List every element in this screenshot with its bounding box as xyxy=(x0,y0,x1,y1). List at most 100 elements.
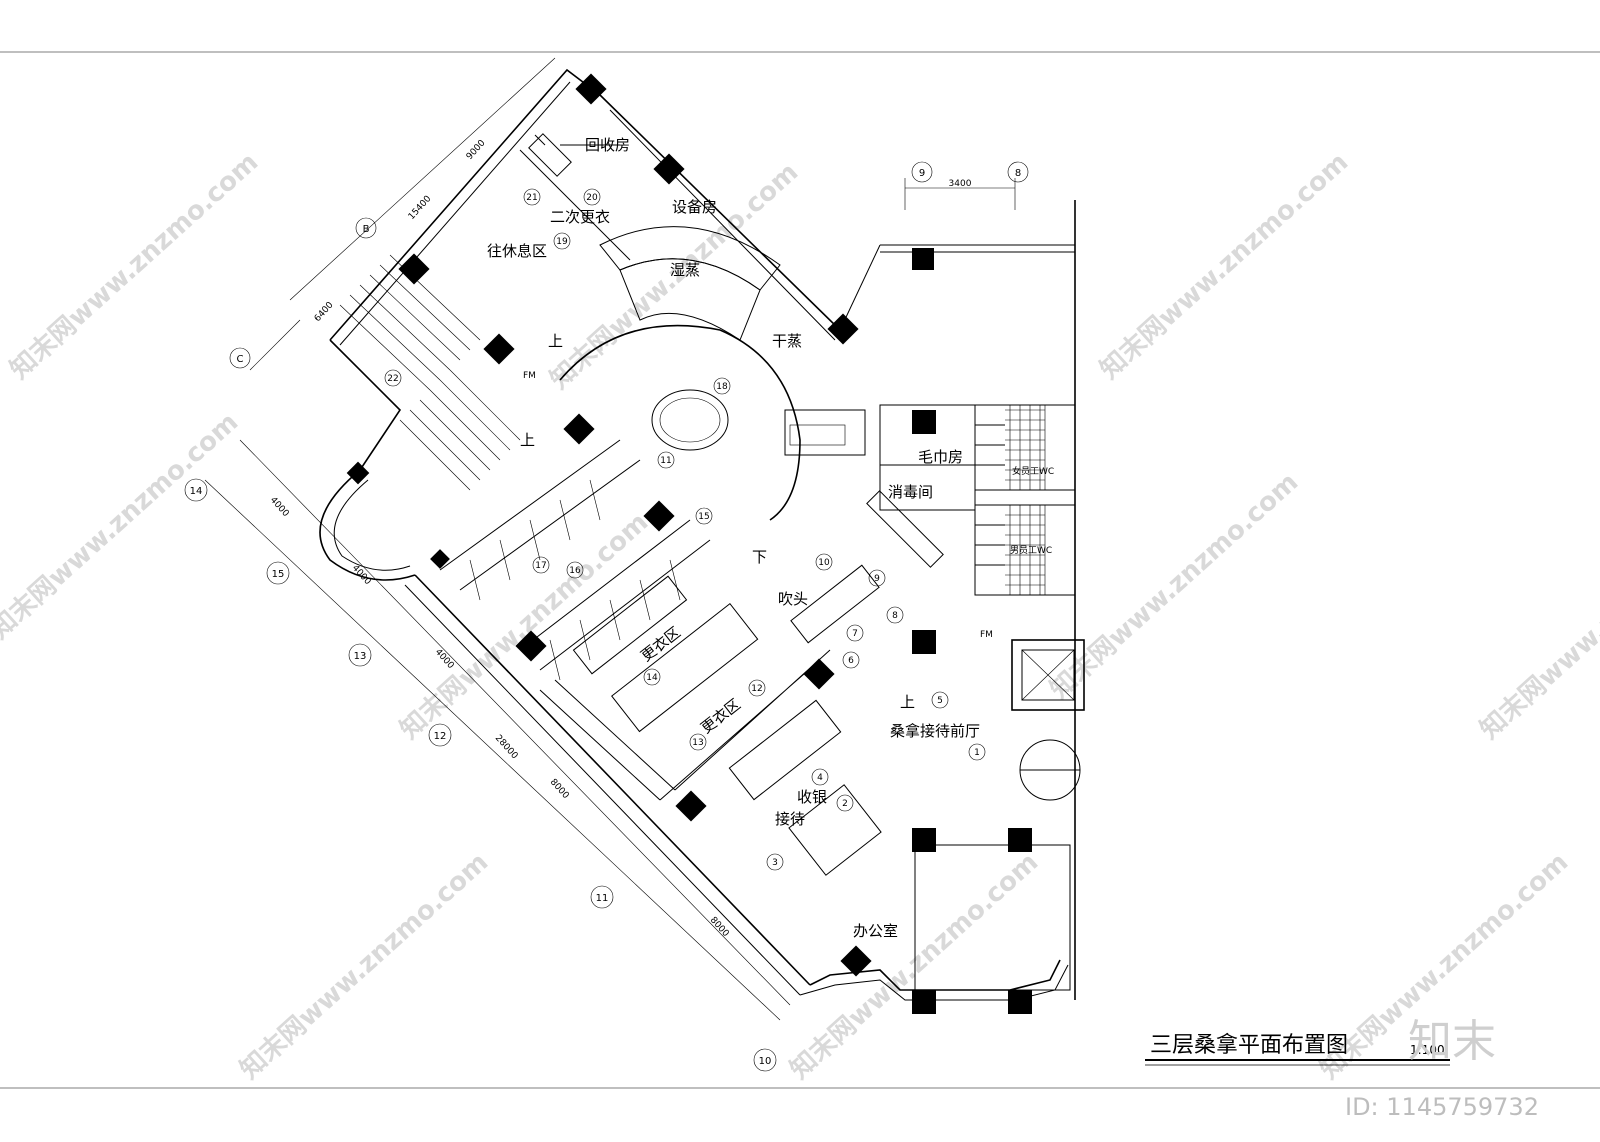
room-dry-steam: 干蒸 xyxy=(772,332,802,350)
room-wet-steam: 湿蒸 xyxy=(670,261,700,279)
axis-b: B xyxy=(363,224,370,235)
svg-text:3: 3 xyxy=(772,858,778,868)
marker: 6 xyxy=(842,651,860,669)
marker: 2 xyxy=(836,794,854,812)
upper-arm-outer-wall xyxy=(329,68,601,341)
axis-c: C xyxy=(237,354,244,365)
brand-logo: 知末 xyxy=(1408,1016,1496,1067)
marker: 1 xyxy=(968,743,986,761)
fire-hydrant-label: FM xyxy=(523,371,536,381)
image-id: ID: 1145759732 xyxy=(1345,1093,1539,1121)
dim-4000-a: 4000 xyxy=(268,495,291,519)
marker: 9 xyxy=(868,569,886,587)
southwest-wall xyxy=(414,574,811,986)
room-to-rest: 往休息区 xyxy=(487,242,547,260)
axis-15: 15 xyxy=(272,569,285,580)
stair-down: 下 xyxy=(752,548,767,566)
title-block: 三层桑拿平面布置图 1:100 xyxy=(1145,1032,1450,1066)
elevator-shaft xyxy=(1011,639,1085,711)
svg-text:16: 16 xyxy=(569,566,581,576)
reception-counter xyxy=(728,699,842,801)
marker: 11 xyxy=(657,451,675,469)
upper-stair xyxy=(339,254,481,391)
room-office: 办公室 xyxy=(853,922,898,940)
marker: 12 xyxy=(748,679,766,697)
marker: 3 xyxy=(766,853,784,871)
room-disinfect: 消毒间 xyxy=(888,483,933,501)
marker: 4 xyxy=(811,768,829,786)
sofa-set xyxy=(788,784,882,876)
stair-up-1: 上 xyxy=(548,332,563,350)
svg-text:13: 13 xyxy=(692,738,703,748)
svg-text:4: 4 xyxy=(817,773,823,783)
watermark-text: 知末网www.znzmo.com xyxy=(0,407,244,645)
core-curved-wall xyxy=(559,324,801,521)
svg-text:15: 15 xyxy=(698,512,709,522)
room-female-wc: 女员工WC xyxy=(1012,465,1054,477)
svg-text:2: 2 xyxy=(842,799,848,809)
axis-14: 14 xyxy=(190,486,203,497)
axis-9: 9 xyxy=(919,168,925,179)
south-wall xyxy=(809,959,1061,991)
marker: 15 xyxy=(695,507,713,525)
marker: 19 xyxy=(553,232,571,250)
svg-text:9: 9 xyxy=(874,574,880,584)
dim-4000-c: 4000 xyxy=(433,647,456,671)
room-second-change: 二次更衣 xyxy=(550,208,610,226)
watermark-text: 知末网www.znzmo.com xyxy=(235,847,495,1085)
watermark-text: 知末网www.znzmo.com xyxy=(1095,147,1355,385)
dim-4000-b: 4000 xyxy=(350,563,373,587)
axis-10: 10 xyxy=(759,1056,772,1067)
dim-6400: 6400 xyxy=(313,300,336,324)
fire-hydrant-label: FM xyxy=(980,630,993,640)
marker: 10 xyxy=(815,553,833,571)
room-equipment: 设备房 xyxy=(672,198,717,216)
marker: 22 xyxy=(384,369,402,387)
axis-12: 12 xyxy=(434,731,447,742)
svg-text:21: 21 xyxy=(526,193,537,203)
svg-text:19: 19 xyxy=(556,237,568,247)
axis-11: 11 xyxy=(596,893,609,904)
male-wc-block xyxy=(974,504,1076,596)
svg-text:7: 7 xyxy=(852,629,858,639)
svg-text:14: 14 xyxy=(646,673,658,683)
marker: 20 xyxy=(583,188,601,206)
svg-text:5: 5 xyxy=(937,696,943,706)
watermark-text: 知末网www.znzmo.com xyxy=(5,147,265,385)
marker-layer: 1 2 3 4 5 6 7 8 9 10 11 12 13 14 15 16 1… xyxy=(384,188,986,871)
svg-text:20: 20 xyxy=(586,193,598,203)
svg-text:8: 8 xyxy=(892,611,898,621)
marker: 7 xyxy=(846,624,864,642)
axis-13: 13 xyxy=(354,651,367,662)
bay-window-wall xyxy=(319,469,416,581)
stair-up-2: 上 xyxy=(520,431,535,449)
office-room xyxy=(914,844,1071,991)
marker: 5 xyxy=(931,691,949,709)
marker: 16 xyxy=(566,561,584,579)
drawing-title: 三层桑拿平面布置图 xyxy=(1150,1032,1348,1058)
female-wc-block xyxy=(974,404,1076,491)
svg-text:11: 11 xyxy=(660,456,671,466)
room-blow: 吹头 xyxy=(778,590,808,608)
interior-partitions xyxy=(339,133,1085,991)
marker: 17 xyxy=(532,556,550,574)
room-recycle: 回收房 xyxy=(585,136,630,154)
watermark-layer: 知末网www.znzmo.com 知末网www.znzmo.com 知末网www… xyxy=(0,147,1600,1085)
svg-text:22: 22 xyxy=(387,374,398,384)
dim-9000: 9000 xyxy=(465,138,488,162)
marker: 14 xyxy=(643,668,661,686)
watermark-text: 知末网www.znzmo.com xyxy=(1475,507,1600,745)
stair-up-3: 上 xyxy=(900,693,915,711)
stair-block-wall xyxy=(329,339,402,471)
watermark-text: 知末网www.znzmo.com xyxy=(785,847,1045,1085)
svg-text:6: 6 xyxy=(848,656,854,666)
svg-text:12: 12 xyxy=(751,684,762,694)
dim-28000: 28000 xyxy=(493,733,520,761)
marker: 13 xyxy=(689,733,707,751)
svg-text:10: 10 xyxy=(818,558,830,568)
room-reception: 接待 xyxy=(775,810,805,828)
room-male-wc: 男员工WC xyxy=(1010,545,1052,556)
marker: 21 xyxy=(523,188,541,206)
dim-8000-a: 8000 xyxy=(548,777,571,801)
room-reception-hall: 桑拿接待前厅 xyxy=(890,722,980,740)
